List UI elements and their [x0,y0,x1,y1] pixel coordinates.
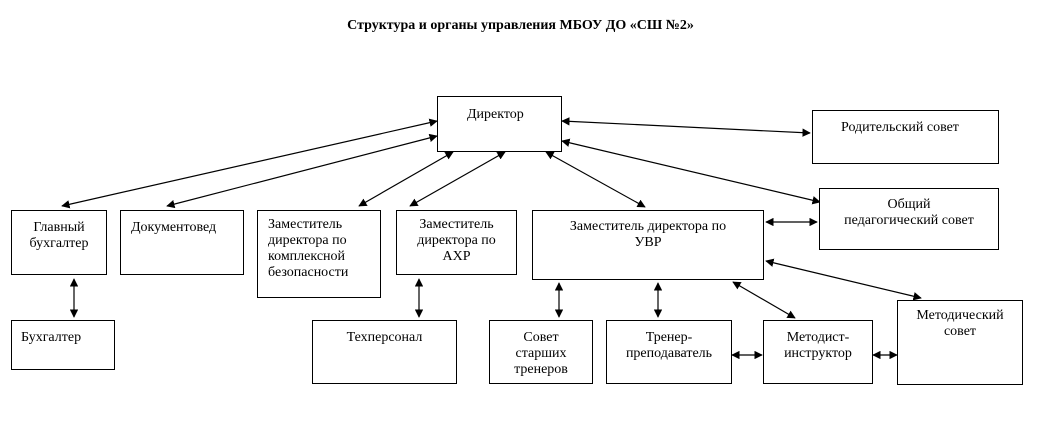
deputy-ahr-box: Заместитель директора по АХР [396,210,517,275]
link-director-doc-manager [166,133,438,209]
methodist-box: Методист- инструктор [763,320,873,384]
coach-teacher-label: Тренер- преподаватель [625,330,713,361]
senior-coaches-council-label: Совет старших тренеров [514,330,568,377]
chief-accountant-box: Главный бухгалтер [11,210,107,275]
deputy-uvr-box: Заместитель директора по УВР [532,210,764,280]
doc-manager-label: Документовед [131,220,217,235]
link-director-general-ped-council [561,138,821,205]
coach-teacher-box: Тренер- преподаватель [606,320,732,384]
link-director-deputy-uvr [545,151,646,208]
accountant-label: Бухгалтер [21,330,82,345]
general-ped-council-box: Общий педагогический совет [819,188,999,250]
link-director-deputy-ahr [409,151,506,207]
deputy-uvr-label: Заместитель директора по УВР [569,219,727,250]
methodist-label: Методист- инструктор [784,330,852,361]
director-box: Директор [437,96,562,152]
chief-accountant-label: Главный бухгалтер [29,220,89,251]
tech-staff-label: Техперсонал [346,330,423,345]
deputy-security-label: Заместитель директора по комплексной без… [268,217,349,280]
link-deputy-uvr-methodist [732,281,796,319]
methodical-council-box: Методический совет [897,300,1023,385]
link-director-deputy-security [358,151,454,207]
director-label: Директор [467,107,524,122]
link-deputy-uvr-methodical-council [765,258,922,301]
methodical-council-label: Методический совет [916,308,1004,339]
accountant-box: Бухгалтер [11,320,115,370]
parents-council-label: Родительский совет [841,120,959,135]
parents-council-box: Родительский совет [812,110,999,164]
senior-coaches-council-box: Совет старших тренеров [489,320,593,384]
deputy-ahr-label: Заместитель директора по АХР [417,217,496,264]
general-ped-council-label: Общий педагогический совет [844,197,974,228]
link-director-parents-council [561,117,811,137]
diagram-title: Структура и органы управления МБОУ ДО «С… [347,18,694,33]
deputy-security-box: Заместитель директора по комплексной без… [257,210,381,298]
doc-manager-box: Документовед [120,210,244,275]
tech-staff-box: Техперсонал [312,320,457,384]
